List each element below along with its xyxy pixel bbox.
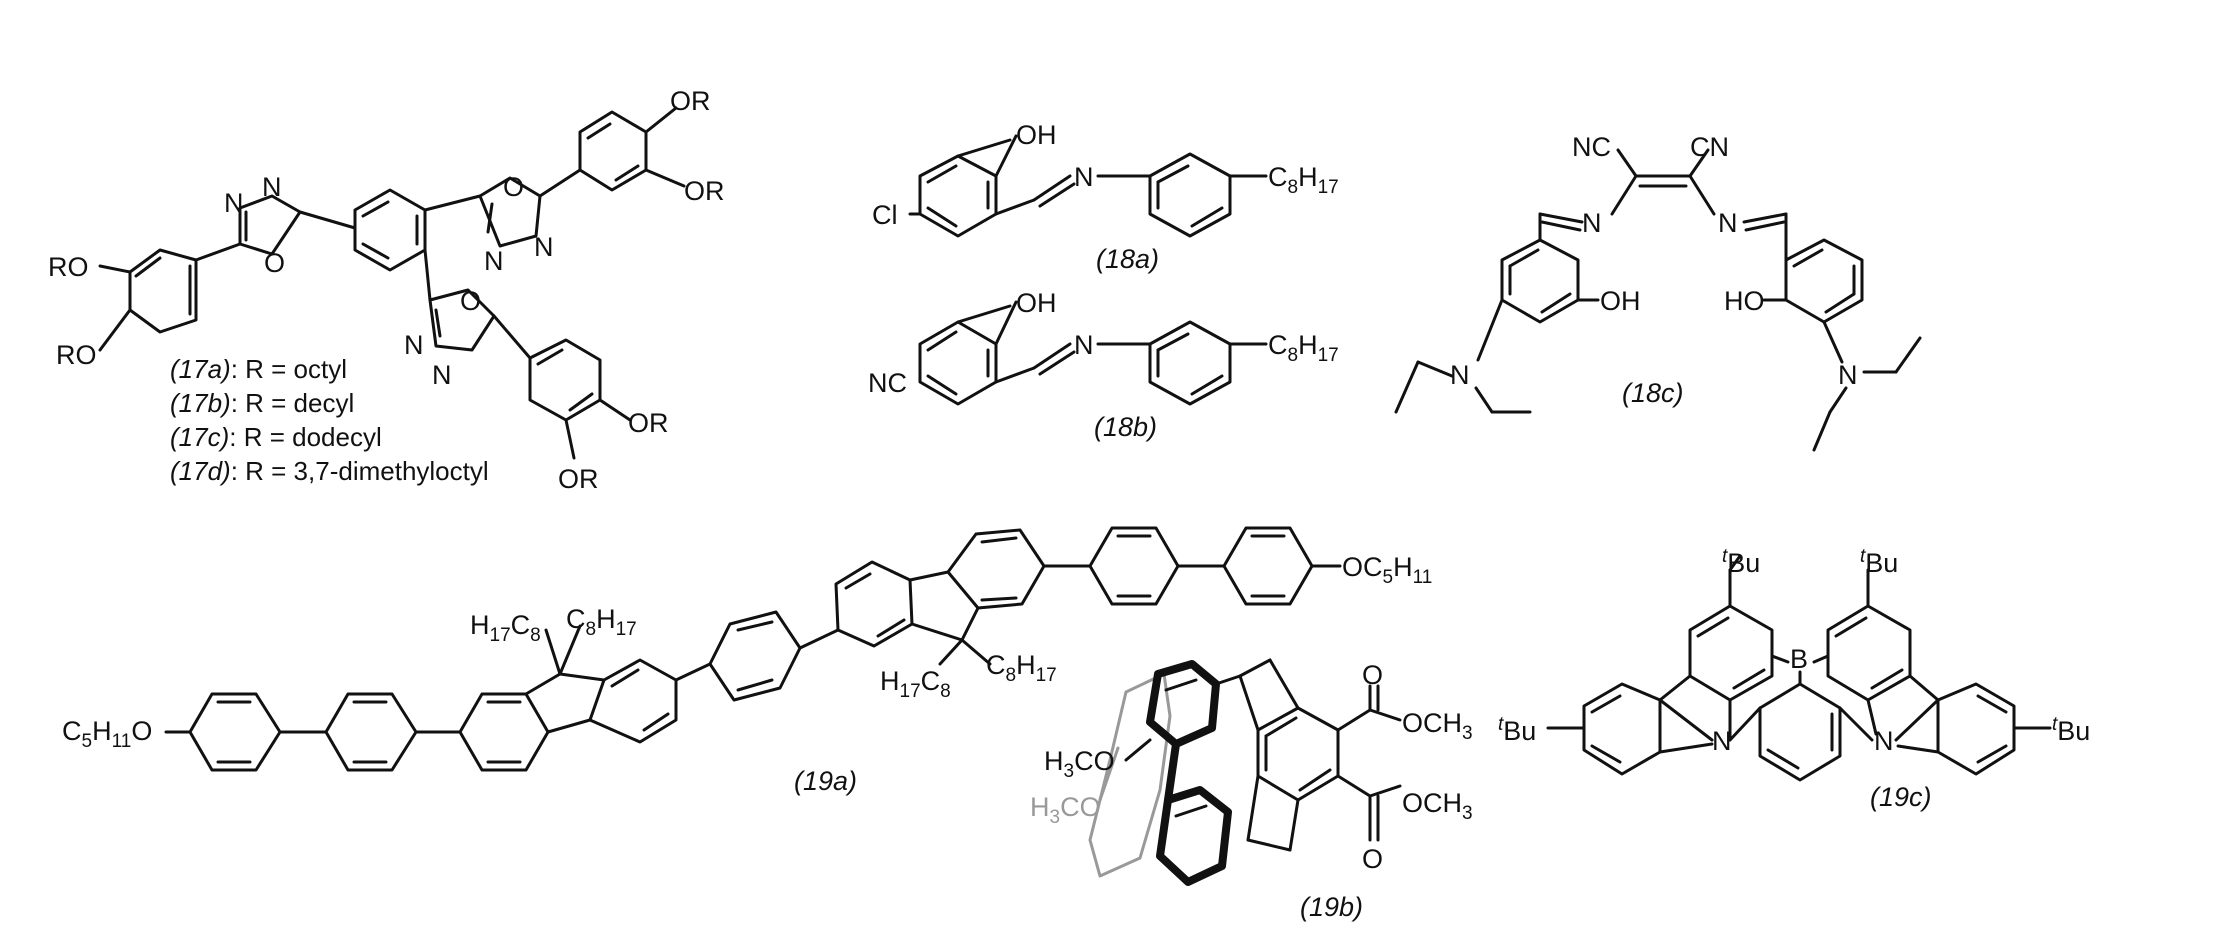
c18b-nc: NC xyxy=(868,368,907,398)
c19b-h3co: H3CO xyxy=(1044,746,1115,782)
c19c-n-right: N xyxy=(1874,726,1894,756)
c19b-o-bot: O xyxy=(1362,844,1383,874)
compound-18c: NC CN N N OH N HO N (18c) xyxy=(1394,132,1922,452)
c19b-label: (19b) xyxy=(1300,892,1363,922)
c17-bottom-aryl: OR OR xyxy=(492,314,669,494)
c17-n2: N xyxy=(262,172,282,202)
compound-19a: C5H11O H17C8 C8H17 xyxy=(62,526,1432,796)
c18a-cl: Cl xyxy=(872,200,898,230)
c18b-n: N xyxy=(1074,330,1094,360)
c18c-oh: OH xyxy=(1600,286,1641,316)
c17-left-oxadiazole: N N O xyxy=(224,172,357,278)
compound-17: N N O RO RO O N N xyxy=(48,86,725,494)
c19a-h17c8-left: H17C8 xyxy=(470,610,541,646)
c18c-ho: HO xyxy=(1724,286,1765,316)
c17-top-oxadiazole: O N N xyxy=(423,172,554,276)
c19a-c5h11o: C5H11O xyxy=(62,716,152,752)
compound-18a: OH N Cl C8H17 (18a) xyxy=(872,120,1339,274)
c18c-nc: NC xyxy=(1572,132,1611,162)
c17-n3: N xyxy=(484,246,504,276)
c18b-label: (18b) xyxy=(1094,412,1157,442)
c17-variant-a: (17a): R = octyl xyxy=(170,354,347,384)
c18c-n-right: N xyxy=(1718,208,1738,238)
c19c-n-left: N xyxy=(1712,726,1732,756)
c19b-h3co-gray: H3CO xyxy=(1030,792,1101,828)
c17-o1: O xyxy=(264,248,285,278)
c19a-c8h17-left: C8H17 xyxy=(566,604,637,640)
c19c-tbu-2: tBu xyxy=(1860,546,1898,578)
c19a-c8h17-right: C8H17 xyxy=(986,650,1057,686)
c17-or-top2: OR xyxy=(684,176,725,206)
c17-ro-2: RO xyxy=(56,340,97,370)
compound-19c: B N N tBu tBu tBu xyxy=(1498,546,2090,812)
c19b-o-top: O xyxy=(1362,660,1383,690)
c17-left-aryl: RO RO xyxy=(48,242,242,370)
c18a-oh: OH xyxy=(1016,120,1057,150)
c17-n1: N xyxy=(224,188,244,218)
c17-central-ring xyxy=(353,188,427,272)
compound-19b: H3CO H3CO O OCH3 O OCH3 (19b) xyxy=(1030,658,1473,922)
c19c-tbu-3: tBu xyxy=(1498,714,1536,746)
c18a-n: N xyxy=(1074,162,1094,192)
c17-variant-list: (17a): R = octyl (17b): R = decyl (17c):… xyxy=(170,354,489,486)
c18c-cn: CN xyxy=(1690,132,1729,162)
c18c-label: (18c) xyxy=(1622,378,1684,408)
c19c-tbu-1: tBu xyxy=(1722,546,1760,578)
c18a-label: (18a) xyxy=(1096,244,1159,274)
c17-o3: O xyxy=(460,286,481,316)
c19a-label: (19a) xyxy=(794,766,857,796)
c17-n6: N xyxy=(432,360,452,390)
c19b-och3-bot: OCH3 xyxy=(1402,788,1473,824)
c17-bottom-oxadiazole: O N N xyxy=(404,248,496,390)
c17-or-bot1: OR xyxy=(628,408,669,438)
c17-or-bot2: OR xyxy=(558,464,599,494)
c19b-och3-top: OCH3 xyxy=(1402,708,1473,744)
c17-variant-c: (17c): R = dodecyl xyxy=(170,422,382,452)
c19c-label: (19c) xyxy=(1870,782,1932,812)
c18b-oh: OH xyxy=(1016,288,1057,318)
c17-o2: O xyxy=(503,172,524,202)
c19a-oc5h11: OC5H11 xyxy=(1342,552,1432,588)
c17-or-top1: OR xyxy=(670,86,711,116)
c18c-n-amine-right: N xyxy=(1838,360,1858,390)
c19c-tbu-4: tBu xyxy=(2052,714,2090,746)
compound-18b: OH N NC C8H17 (18b) xyxy=(868,288,1339,442)
c17-top-aryl: OR OR xyxy=(538,86,725,206)
c19c-b: B xyxy=(1790,644,1808,674)
c17-n5: N xyxy=(404,330,424,360)
c17-variant-b: (17b): R = decyl xyxy=(170,388,354,418)
c18c-n-amine-left: N xyxy=(1450,360,1470,390)
c18b-c8h17: C8H17 xyxy=(1268,330,1339,366)
c18c-n-left: N xyxy=(1582,208,1602,238)
c19a-h17c8-right: H17C8 xyxy=(880,666,951,702)
c17-n4: N xyxy=(534,232,554,262)
c17-variant-d: (17d): R = 3,7-dimethyloctyl xyxy=(170,456,489,486)
c17-ro-1: RO xyxy=(48,252,89,282)
c18a-c8h17: C8H17 xyxy=(1268,162,1339,198)
